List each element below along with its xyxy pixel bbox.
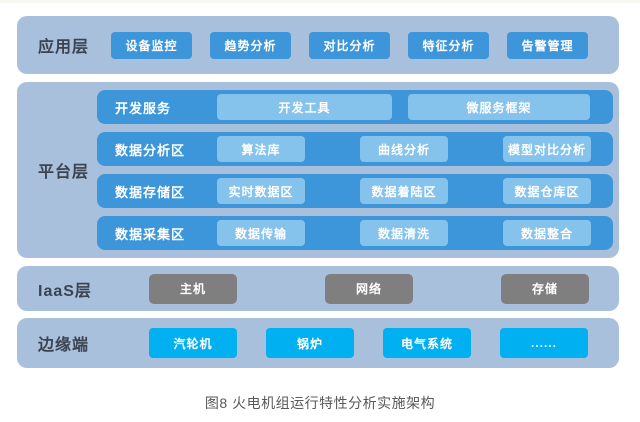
block-data-cleaning: 数据清洗 [360,220,448,246]
layer-platform-label: 平台层 [38,164,90,181]
iaas-items: 主机 网络 存储 [149,273,589,304]
block-host: 主机 [149,273,237,304]
block-microservice-framework: 微服务框架 [408,94,590,120]
layer-iaas-label: IaaS层 [38,282,92,300]
block-realtime-data-zone: 实时数据区 [217,178,305,204]
layer-platform: 平台层 开发服务 开发工具 微服务框架 数据分析区 算法库 曲线分析 模型对比分… [17,82,619,258]
block-curve-analysis: 曲线分析 [360,136,448,162]
platform-row-data-collection: 数据采集区 数据传输 数据清洗 数据整合 [97,216,613,250]
platform-row-data-analysis: 数据分析区 算法库 曲线分析 模型对比分析 [97,132,613,166]
block-data-landing-zone: 数据着陆区 [360,178,448,204]
block-device-monitoring: 设备监控 [111,31,192,59]
layer-iaas: IaaS层 主机 网络 存储 [17,266,619,311]
row-label-data-analysis: 数据分析区 [115,142,186,158]
layer-edge-label: 边缘端 [38,337,90,354]
block-ellipsis: ...... [500,328,588,358]
layer-edge: 边缘端 汽轮机 锅炉 电气系统 ...... [17,318,619,368]
block-data-transmission: 数据传输 [217,220,305,246]
block-alarm-management: 告警管理 [507,31,588,59]
layer-application: 应用层 设备监控 趋势分析 对比分析 特征分析 告警管理 [17,16,619,74]
platform-row-data-storage: 数据存储区 实时数据区 数据着陆区 数据仓库区 [97,174,613,208]
top-edge-strip [0,0,640,3]
platform-row-dev-services: 开发服务 开发工具 微服务框架 [97,90,613,124]
block-trend-analysis: 趋势分析 [210,31,291,59]
block-electrical-system: 电气系统 [383,328,471,358]
architecture-diagram: 应用层 设备监控 趋势分析 对比分析 特征分析 告警管理 平台层 开发服务 开发… [17,16,619,368]
block-storage: 存储 [501,273,589,304]
platform-rows: 开发服务 开发工具 微服务框架 数据分析区 算法库 曲线分析 模型对比分析 数据… [97,90,613,250]
block-feature-analysis: 特征分析 [408,31,489,59]
block-comparison-analysis: 对比分析 [309,31,390,59]
layer-application-label: 应用层 [38,39,90,56]
row-label-data-collection: 数据采集区 [115,226,186,242]
row-label-dev-services: 开发服务 [115,100,172,116]
block-network: 网络 [325,273,413,304]
block-boiler: 锅炉 [266,328,354,358]
row-label-data-storage: 数据存储区 [115,184,186,200]
figure-caption: 图8 火电机组运行特性分析实施架构 [204,395,436,411]
block-model-comparison-analysis: 模型对比分析 [503,136,591,162]
edge-items: 汽轮机 锅炉 电气系统 ...... [149,328,588,358]
block-steam-turbine: 汽轮机 [149,328,237,358]
block-algorithm-library: 算法库 [217,136,305,162]
block-dev-tools: 开发工具 [217,94,392,120]
block-data-integration: 数据整合 [503,220,591,246]
application-items: 设备监控 趋势分析 对比分析 特征分析 告警管理 [111,31,588,59]
block-data-warehouse-zone: 数据仓库区 [503,178,591,204]
